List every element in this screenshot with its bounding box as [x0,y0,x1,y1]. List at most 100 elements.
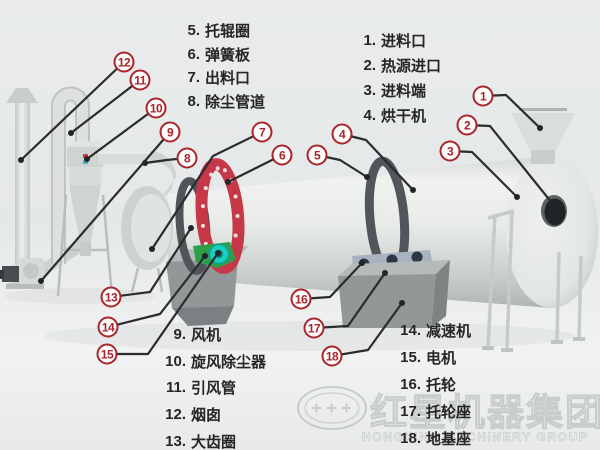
legend-item-label: 热源进口 [381,58,442,75]
leader-dot-18 [399,300,405,306]
legend-item-label: 减速机 [426,323,472,340]
legend-item: 17. 托轮座 [395,398,471,425]
legend-item-number: 7. [187,69,200,87]
leader-dot-10 [84,156,90,162]
legend-item-number: 18. [400,430,421,447]
callout-11: 11 [129,69,151,91]
heat-inlet-hole [544,198,566,226]
leader-line-9 [39,130,172,283]
watermark: 红星机器集团 HONGXING MACHINERY GROUP [297,386,600,444]
legend-item: 7. 出料口 [185,66,265,90]
drum-end-cap [506,156,598,308]
callout-10: 10 [145,97,167,119]
legend-item-label: 引风管 [191,380,237,398]
support-legs [482,209,585,352]
legend-item-label: 托轮座 [426,404,472,421]
callout-18: 18 [321,345,343,367]
legend-item-number: 13. [165,433,186,450]
leader-dot-2 [549,200,555,206]
leader-line-15 [105,251,220,356]
watermark-logo [297,386,367,430]
legend-item-label: 出料口 [205,70,251,88]
legend-item: 9. 风机 [138,321,266,348]
legend-item: 12. 烟囱 [138,401,266,428]
leader-dot-11 [68,130,74,136]
legend-item-label: 进料口 [381,33,427,50]
leader-dot-3 [514,194,520,200]
legend-item-number: 3. [363,82,376,99]
legend-item: 5.托辊圈 [185,19,265,43]
watermark-en-text: HONGXING MACHINERY GROUP [362,430,588,444]
cyclone-dust-collector [56,141,114,297]
callout-2: 2 [456,114,478,136]
legend-item-number: 1. [363,32,376,49]
legend-item-number: 14. [400,322,421,339]
legend-item: 4.烘干机 [352,103,441,128]
legend-item: 3.进料端 [352,78,441,103]
leader-dot-6 [225,179,231,185]
leader-line-7 [150,130,264,251]
watermark-cn-text: 红星机器集团 [370,392,600,433]
foundation-block [338,274,436,328]
legend-item: 2. 热源进口 [352,53,441,78]
leader-dot-17 [382,270,388,276]
discharge-hood [121,186,173,293]
callout-14: 14 [97,316,119,338]
callout-6: 6 [271,144,293,166]
leader-line-10 [85,106,158,161]
legend-item-number: 17. [400,403,421,420]
callout-5: 5 [306,144,328,166]
legend-item: 1. 进料口 [352,28,441,53]
leader-dot-7 [149,246,155,252]
callout-15: 15 [96,343,118,365]
legend-item-number: 6. [187,45,200,63]
leader-dot-14 [202,253,208,259]
callout-12: 12 [113,51,135,73]
legend-item: 15.电机 [395,344,471,371]
leader-line-layer [18,60,555,358]
cyclone-red-decal [83,154,88,158]
legend-item: 10. 旋风除尘器 [138,348,266,375]
callout-17: 17 [303,317,325,339]
legend-item-number: 12. [165,406,186,424]
legend-item-label: 电机 [426,350,457,367]
support-roller [411,251,423,263]
leader-dot-13 [188,225,194,231]
leader-dot-12 [18,157,24,163]
leader-dot-5 [364,174,370,180]
legend-item-number: 9. [173,325,186,343]
legend-item-label: 托轮 [426,377,457,394]
legend-item: 6. 弹簧板 [185,43,265,67]
legend-item-number: 16. [400,376,421,393]
legend-item-number: 2. [363,57,376,74]
callout-13: 13 [100,286,122,308]
legend-item-number: 11. [165,379,186,397]
legend-item: 14. 减速机 [395,317,471,344]
legend-item-label: 除尘管道 [205,93,266,111]
induced-draft-pipe [51,86,90,264]
leader-dot-16 [359,260,365,266]
leader-line-11 [69,78,142,135]
legend-item-label: 风机 [191,326,222,344]
legend-item: 11. 引风管 [138,375,266,402]
legend-item: 13.大齿圈 [138,428,266,450]
leader-dot-4 [410,187,416,193]
legend-item-label: 弹簧板 [205,46,251,64]
legend-item-label: 烟囱 [191,407,222,425]
legend-item: 18.地基座 [395,425,471,450]
leader-dot-1 [537,125,543,131]
leader-line-17 [312,271,387,330]
leader-line-12 [19,60,126,162]
legend-item-number: 10. [165,352,186,370]
callout-16: 16 [290,288,312,310]
feed-hopper [511,105,575,164]
leader-dot-15 [215,250,221,256]
cyclone-cyan-decal [83,160,88,164]
callout-8: 8 [176,147,198,169]
support-roller-station [338,156,450,328]
legend-item-label: 旋风除尘器 [191,353,267,371]
legend-item-label: 托辊圈 [205,23,251,41]
